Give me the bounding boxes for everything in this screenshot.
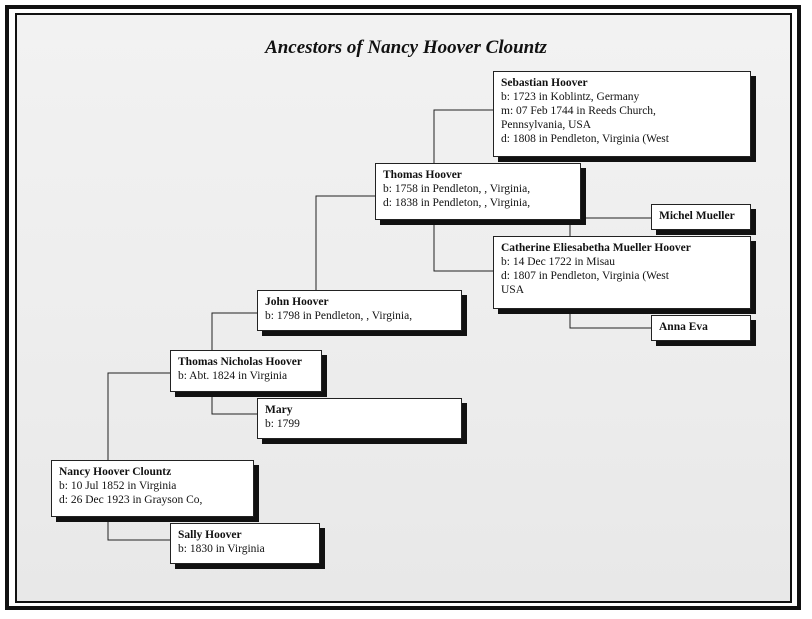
connector-catherine-michel bbox=[569, 217, 651, 236]
connector-nancy-thomas-nicholas bbox=[107, 372, 170, 460]
connector-thomas-sr-catherine bbox=[433, 223, 493, 272]
person-detail: USA bbox=[501, 284, 525, 296]
person-detail: m: 07 Feb 1744 in Reeds Church, bbox=[501, 105, 656, 117]
person-name: Mary bbox=[265, 404, 293, 416]
person-mary: Mary b: 1799 bbox=[257, 398, 462, 439]
person-name: Thomas Nicholas Hoover bbox=[178, 356, 302, 368]
person-john-hoover: John Hoover b: 1798 in Pendleton, , Virg… bbox=[257, 290, 462, 331]
connector-john-thomas-sr bbox=[315, 195, 375, 290]
person-name: Thomas Hoover bbox=[383, 169, 462, 181]
person-detail: b: 1830 in Virginia bbox=[178, 543, 265, 555]
person-detail: b: 1758 in Pendleton, , Virginia, bbox=[383, 183, 531, 195]
person-detail: d: 1807 in Pendleton, Virginia (West bbox=[501, 270, 669, 282]
connector-thomas-nicholas-mary bbox=[211, 392, 257, 415]
person-name: John Hoover bbox=[265, 296, 329, 308]
person-catherine-mueller-hoover: Catherine Eliesabetha Mueller Hoover b: … bbox=[493, 236, 751, 309]
person-name: Sally Hoover bbox=[178, 529, 242, 541]
connector-thomas-nicholas-john bbox=[211, 312, 257, 350]
person-detail: d: 26 Dec 1923 in Grayson Co, bbox=[59, 494, 203, 506]
person-anna-eva: Anna Eva bbox=[651, 315, 751, 341]
person-detail: d: 1838 in Pendleton, , Virginia, bbox=[383, 197, 531, 209]
connector-catherine-anna bbox=[569, 309, 651, 329]
person-name: Michel Mueller bbox=[659, 210, 735, 222]
person-thomas-nicholas-hoover: Thomas Nicholas Hoover b: Abt. 1824 in V… bbox=[170, 350, 322, 392]
person-name: Anna Eva bbox=[659, 321, 708, 333]
person-thomas-hoover: Thomas Hoover b: 1758 in Pendleton, , Vi… bbox=[375, 163, 581, 220]
person-michel-mueller: Michel Mueller bbox=[651, 204, 751, 230]
person-sebastian-hoover: Sebastian Hoover b: 1723 in Koblintz, Ge… bbox=[493, 71, 751, 157]
person-detail: b: Abt. 1824 in Virginia bbox=[178, 370, 288, 382]
connector-thomas-sr-sebastian bbox=[433, 109, 493, 163]
person-name: Sebastian Hoover bbox=[501, 77, 588, 89]
person-detail: b: 1798 in Pendleton, , Virginia, bbox=[265, 310, 413, 322]
person-detail: b: 1723 in Koblintz, Germany bbox=[501, 91, 640, 103]
person-nancy-hoover-clountz: Nancy Hoover Clountz b: 10 Jul 1852 in V… bbox=[51, 460, 254, 517]
person-sally-hoover: Sally Hoover b: 1830 in Virginia bbox=[170, 523, 320, 564]
person-detail: b: 10 Jul 1852 in Virginia bbox=[59, 480, 177, 492]
connector-nancy-sally bbox=[107, 517, 170, 541]
person-name: Nancy Hoover Clountz bbox=[59, 466, 172, 478]
person-detail: Pennsylvania, USA bbox=[501, 119, 592, 131]
person-detail: d: 1808 in Pendleton, Virginia (West bbox=[501, 133, 669, 145]
person-name: Catherine Eliesabetha Mueller Hoover bbox=[501, 242, 691, 254]
person-detail: b: 14 Dec 1722 in Misau bbox=[501, 256, 616, 268]
person-detail: b: 1799 bbox=[265, 418, 300, 430]
chart-title: Ancestors of Nancy Hoover Clountz bbox=[265, 37, 547, 58]
